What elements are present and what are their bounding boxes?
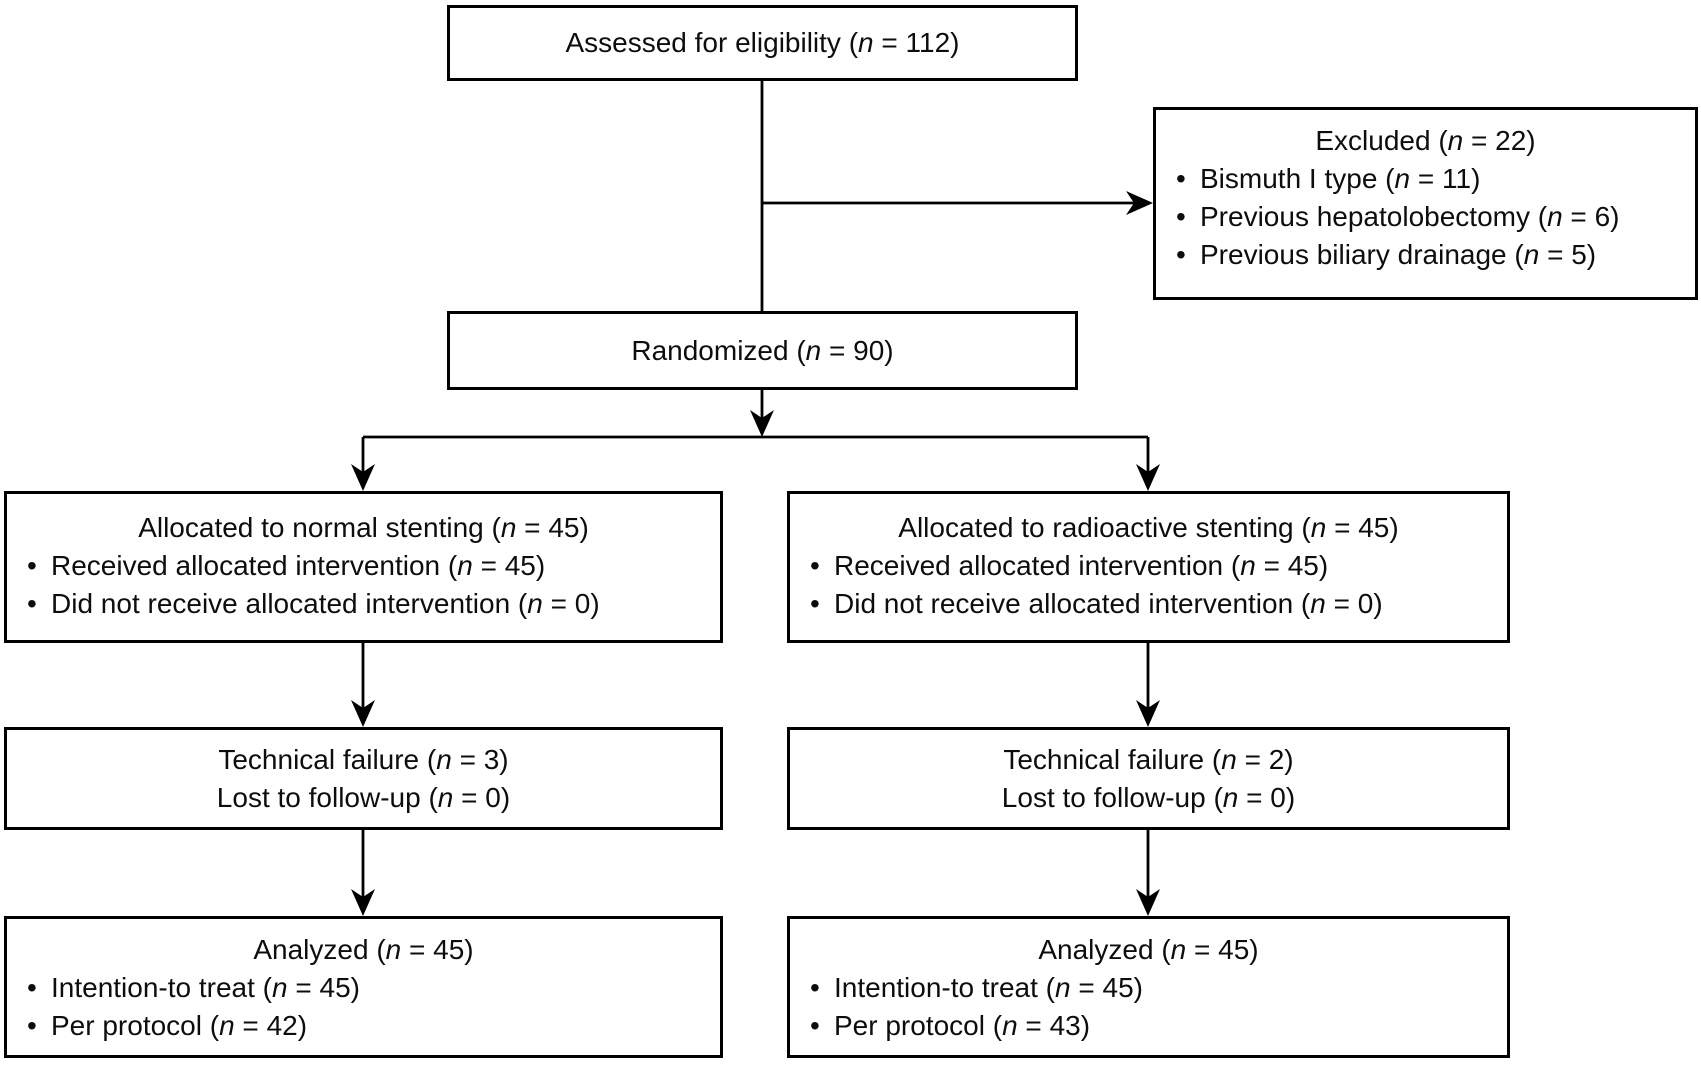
arrowhead-followup-right — [1136, 700, 1160, 727]
allocation-radioactive-item: Did not receive allocated intervention (… — [790, 585, 1507, 623]
allocation-normal-item: Did not receive allocated intervention (… — [7, 585, 720, 623]
analyzed-radioactive-item: Per protocol (n = 43) — [790, 1007, 1507, 1045]
allocation-radioactive-title: Allocated to radioactive stenting (n = 4… — [898, 512, 1399, 543]
arrowhead-alloc-left — [351, 464, 375, 491]
box-analyzed-normal: Analyzed (n = 45) Intention-to treat (n … — [4, 916, 723, 1058]
allocation-normal-item: Received allocated intervention (n = 45) — [7, 547, 720, 585]
box-excluded: Excluded (n = 22) Bismuth I type (n = 11… — [1153, 107, 1698, 300]
arrowhead-analyzed-right — [1136, 889, 1160, 916]
box-assessed: Assessed for eligibility (n = 112) — [447, 5, 1078, 81]
analyzed-normal-item: Per protocol (n = 42) — [7, 1007, 720, 1045]
excluded-item: Previous biliary drainage (n = 5) — [1156, 236, 1695, 274]
arrowhead-analyzed-left — [351, 889, 375, 916]
arrowhead-alloc-right — [1136, 464, 1160, 491]
excluded-item: Bismuth I type (n = 11) — [1156, 160, 1695, 198]
allocation-radioactive-item: Received allocated intervention (n = 45) — [790, 547, 1507, 585]
box-randomized: Randomized (n = 90) — [447, 311, 1078, 390]
arrowhead-followup-left — [351, 700, 375, 727]
analyzed-radioactive-item: Intention-to treat (n = 45) — [790, 969, 1507, 1007]
box-followup-radioactive: Technical failure (n = 2) Lost to follow… — [787, 727, 1510, 830]
box-allocation-normal: Allocated to normal stenting (n = 45) Re… — [4, 491, 723, 643]
followup-radioactive-line: Technical failure (n = 2) — [1003, 743, 1294, 775]
arrowhead-junction — [750, 410, 774, 437]
followup-normal-line: Technical failure (n = 3) — [218, 743, 509, 775]
excluded-title: Excluded (n = 22) — [1315, 125, 1536, 156]
excluded-item: Previous hepatolobectomy (n = 6) — [1156, 198, 1695, 236]
box-allocation-radioactive: Allocated to radioactive stenting (n = 4… — [787, 491, 1510, 643]
analyzed-normal-item: Intention-to treat (n = 45) — [7, 969, 720, 1007]
arrowhead-excluded — [1126, 191, 1153, 215]
followup-normal-line: Lost to follow-up (n = 0) — [216, 781, 511, 813]
box-analyzed-radioactive: Analyzed (n = 45) Intention-to treat (n … — [787, 916, 1510, 1058]
followup-radioactive-line: Lost to follow-up (n = 0) — [1001, 781, 1296, 813]
randomized-title: Randomized (n = 90) — [631, 334, 894, 366]
box-followup-normal: Technical failure (n = 3) Lost to follow… — [4, 727, 723, 830]
allocation-normal-title: Allocated to normal stenting (n = 45) — [138, 512, 589, 543]
analyzed-normal-title: Analyzed (n = 45) — [253, 934, 474, 965]
analyzed-radioactive-title: Analyzed (n = 45) — [1038, 934, 1259, 965]
assessed-title: Assessed for eligibility (n = 112) — [565, 27, 960, 58]
